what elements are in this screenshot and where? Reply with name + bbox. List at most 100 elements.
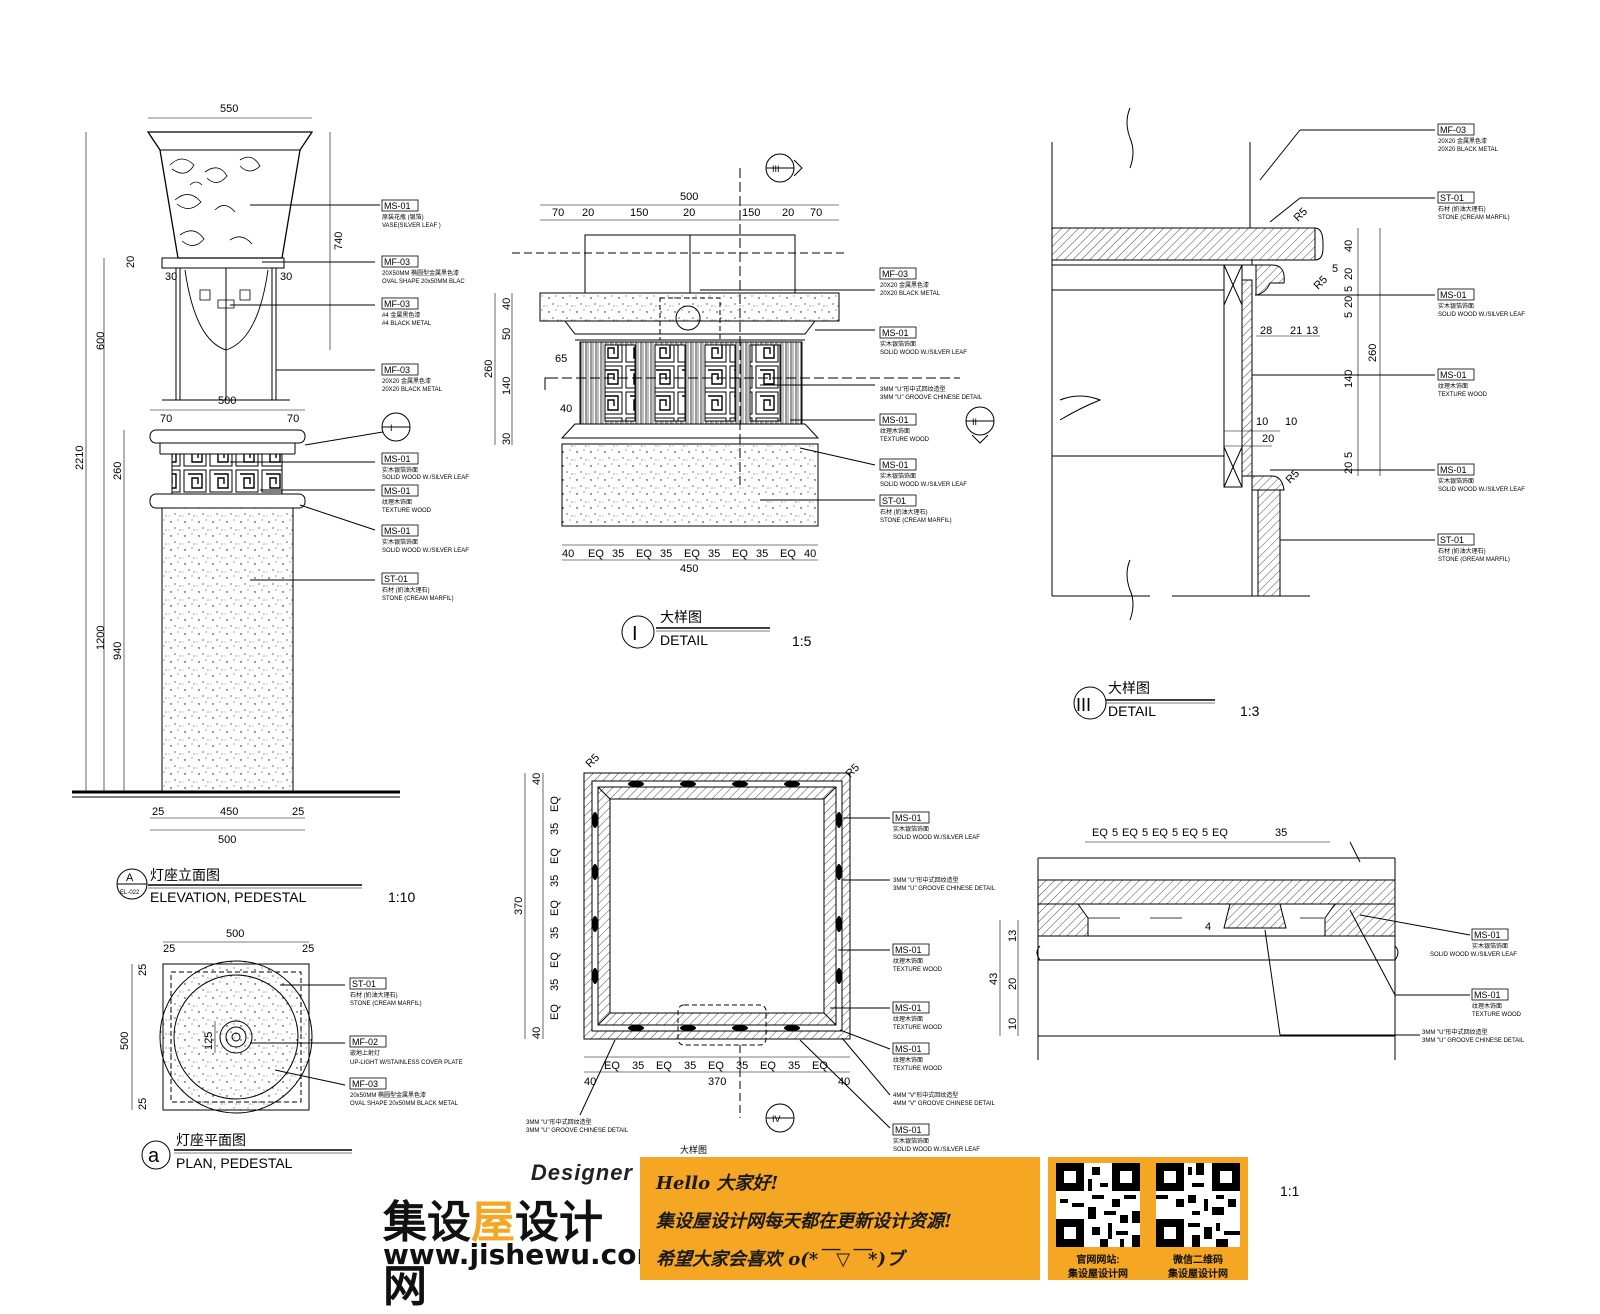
material-tag: 3MM "U"形中式回纹造型 3MM "U" GROOVE CHINESE DET… bbox=[1422, 1028, 1525, 1044]
annotation-text: 纹理木饰面 bbox=[893, 1056, 923, 1064]
qr-website[interactable]: 官网网站: 集设屋设计网 bbox=[1048, 1157, 1148, 1280]
annotation-text: SOLID WOOD W./SILVER LEAF bbox=[1430, 952, 1517, 958]
annotation-text: ST-01 bbox=[352, 979, 376, 989]
banner-line: Hello 大家好! bbox=[656, 1173, 779, 1194]
annotation-text: EQ bbox=[812, 1060, 828, 1072]
dim-label: 740 bbox=[333, 232, 345, 250]
annotation-text: 实木银箔饰面 bbox=[1438, 302, 1474, 310]
qr-code-icon bbox=[1056, 1163, 1140, 1247]
annotation-text: SOLID WOOD W./SILVER LEAF bbox=[382, 548, 469, 554]
annotation-text: EQ bbox=[732, 548, 748, 560]
annotation-text: R5 bbox=[1292, 206, 1310, 224]
annotation-text: 纹理木饰面 bbox=[1472, 1002, 1502, 1010]
promo-banner: Hello 大家好! 集设屋设计网每天都在更新设计资源! 希望大家会喜欢 o(*… bbox=[640, 1157, 1040, 1280]
section-drawing bbox=[524, 772, 891, 1133]
annotation-text: 25 bbox=[137, 964, 149, 976]
plan-title-block: a 灯座平面图 PLAN, PEDESTAL bbox=[141, 1132, 352, 1171]
annotation-text: TEXTURE WOOD bbox=[1438, 392, 1488, 398]
annotation-text: 43 bbox=[988, 973, 1000, 985]
annotation-text: PLAN, PEDESTAL bbox=[176, 1155, 293, 1171]
dim-label: 600 bbox=[95, 332, 107, 350]
annotation-text: 10 bbox=[1007, 1018, 1019, 1030]
annotation-text: 35 bbox=[632, 1060, 644, 1072]
annotation-text: 35 bbox=[1275, 827, 1287, 839]
detail-I-dims: 500 70 20 150 20 150 20 70 40 50 260 140… bbox=[483, 164, 977, 575]
annotation-text: 20X20 BLACK METAL bbox=[880, 291, 941, 297]
annotation-text: 实木银箔饰面 bbox=[893, 825, 929, 833]
banner-line: 希望大家会喜欢 o(*￣▽￣*)ブ bbox=[656, 1249, 904, 1270]
dim-label: 1200 bbox=[95, 626, 107, 650]
annotation-text: 35 bbox=[549, 875, 561, 887]
annotation-text: II bbox=[972, 417, 977, 427]
annotation-text: STONE (GREAM MARFIL) bbox=[1438, 557, 1510, 563]
annotation-text: 500 bbox=[680, 191, 698, 203]
annotation-text: 260 bbox=[1367, 344, 1379, 362]
annotation-text: III bbox=[1076, 695, 1091, 715]
annotation-text: EQ bbox=[656, 1060, 672, 1072]
annotation-text: 20X20 BLACK METAL bbox=[1438, 147, 1499, 153]
annotation-text: SOLID WOOD W./SILVER LEAF bbox=[382, 475, 469, 481]
annotation-text: 35 bbox=[612, 548, 624, 560]
annotation-text: 40 bbox=[531, 1027, 543, 1039]
annotation-text: 35 bbox=[549, 823, 561, 835]
dim-label: 20 bbox=[125, 256, 137, 268]
annotation-text: ST-01 bbox=[882, 496, 906, 506]
annotation-text: 大样图 bbox=[660, 609, 702, 625]
annotation-text: DETAIL bbox=[660, 632, 708, 648]
annotation-text: TEXTURE WOOD bbox=[1472, 1012, 1522, 1018]
dim-label: 25 bbox=[152, 806, 164, 818]
annotation-text: 35 bbox=[660, 548, 672, 560]
qr-caption: 集设屋设计网 bbox=[1168, 1269, 1228, 1280]
annotation-text: 40 bbox=[838, 1076, 850, 1088]
annotation-text: EL-022 bbox=[120, 890, 140, 896]
annotation-text: 20X20 金属黑色漆 bbox=[1438, 137, 1487, 145]
annotation-text: 21 bbox=[1290, 325, 1302, 337]
annotation-text: MS-01 bbox=[1440, 290, 1467, 300]
annotation-text: 40 bbox=[804, 548, 816, 560]
annotation-text: 纹理木饰面 bbox=[1438, 382, 1468, 390]
annotation-text: 70 bbox=[810, 207, 822, 219]
elevation-title-block: A EL-022 灯座立面图 ELEVATION, PEDESTAL 1:10 bbox=[116, 867, 415, 905]
annotation-text: a bbox=[148, 1145, 160, 1167]
annotation-text: MS-01 bbox=[384, 201, 411, 211]
annotation-text: EQ bbox=[684, 548, 700, 560]
annotation-text: R5 bbox=[584, 752, 602, 770]
annotation-text: 石材 (奶油大理石) bbox=[350, 991, 398, 999]
annotation-text: 370 bbox=[513, 897, 525, 915]
annotation-text: 3MM "U"形中式回纹造型 bbox=[1422, 1028, 1488, 1036]
annotation-text: 3MM "U"形中式回纹造型 bbox=[526, 1118, 592, 1126]
annotation-text: 20 bbox=[1343, 462, 1355, 474]
qr-wechat[interactable]: 微信二维码 集设屋设计网 bbox=[1148, 1157, 1248, 1280]
annotation-text: 3MM "U" GROOVE CHINESE DETAIL bbox=[1422, 1038, 1525, 1044]
annotation-text: 20 bbox=[1343, 268, 1355, 280]
annotation-text: EQ bbox=[549, 1004, 561, 1020]
annotation-text: 500 bbox=[119, 1032, 131, 1050]
annotation-text: 大样图 bbox=[1108, 680, 1150, 696]
annotation-text: TEXTURE WOOD bbox=[893, 967, 943, 973]
annotation-text: 3MM "U" GROOVE CHINESE DETAIL bbox=[526, 1128, 629, 1134]
annotation-text: 1:5 bbox=[792, 633, 812, 649]
annotation-text: ST-01 bbox=[384, 574, 408, 584]
qr-caption: 集设屋设计网 bbox=[1068, 1269, 1128, 1280]
annotation-text: #4 金属黑色漆 bbox=[382, 311, 420, 319]
annotation-text: 40 bbox=[531, 773, 543, 785]
annotation-text: A bbox=[126, 872, 134, 884]
annotation-text: 1:3 bbox=[1240, 703, 1260, 719]
annotation-text: 实木银箔饰面 bbox=[382, 538, 418, 546]
annotation-text: DETAIL bbox=[1108, 703, 1156, 719]
annotation-text: 灯座立面图 bbox=[150, 867, 220, 883]
annotation-text: EQ bbox=[780, 548, 796, 560]
material-tag: MF-03#4 金属黑色漆#4 BLACK METAL bbox=[381, 297, 432, 327]
annotation-text: MS-01 bbox=[384, 486, 411, 496]
annotation-text: 13 bbox=[1306, 325, 1318, 337]
annotation-text: MF-03 bbox=[384, 365, 410, 375]
annotation-text: 35 bbox=[708, 548, 720, 560]
annotation-text: 纹理木饰面 bbox=[880, 427, 910, 435]
